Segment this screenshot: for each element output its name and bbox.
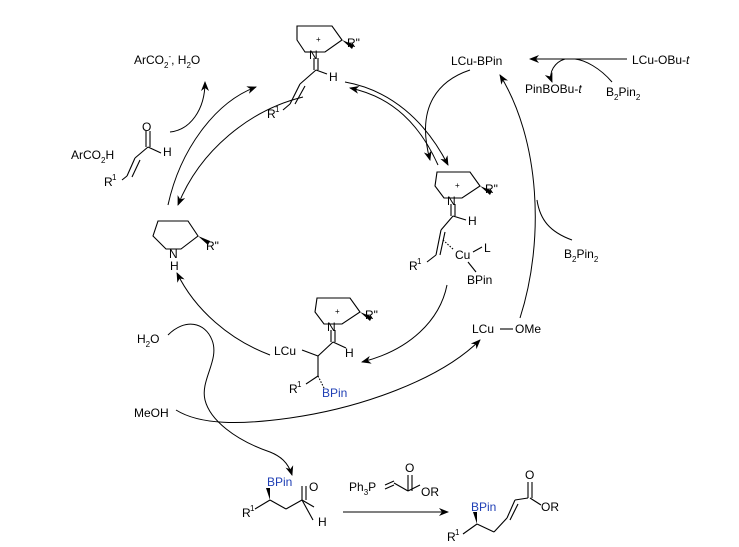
- cu-complex-r2: R": [485, 182, 498, 196]
- enal-r1: R: [104, 175, 113, 189]
- iminium-top-structure: [282, 25, 354, 111]
- borylated-plus: +: [335, 307, 340, 316]
- iminium-top-r2: R": [347, 36, 360, 50]
- arrow-cycle-pyrrolidine-to-top: [167, 86, 257, 206]
- aldehyde-bpin: BPin: [267, 475, 292, 489]
- pyrrolidine-n: N: [169, 247, 178, 261]
- iminium-top-r1-sup: 1: [275, 105, 280, 114]
- arrow-acid-release: [169, 81, 209, 133]
- borylated-r2: R": [365, 308, 378, 322]
- ester-structure: [462, 482, 542, 535]
- arrow-b2pin2-right-in: [536, 199, 573, 241]
- arrow-cycle-cu-to-top: [349, 85, 439, 166]
- wittig-reagent-structure: [384, 475, 421, 492]
- cu-complex-r1: R: [409, 259, 418, 273]
- cu-complex-l: L: [484, 241, 491, 255]
- enal-structure: [121, 131, 162, 181]
- arrow-meoh-to-lcu-ome: [175, 339, 481, 423]
- arrow-pinbobut-out: [544, 58, 566, 83]
- ester-o: O: [525, 468, 534, 482]
- arrow-hydrolysis-to-product: [167, 323, 294, 476]
- lcu-ome-ome: OMe: [515, 322, 541, 336]
- wittig-or: OR: [421, 485, 439, 499]
- cu-complex-n: N: [447, 194, 456, 208]
- borylated-iminium-structure: [301, 297, 372, 389]
- aldehyde-r1: R: [242, 506, 251, 520]
- borylated-r1: R: [289, 382, 298, 396]
- cu-complex-cu: Cu: [455, 248, 470, 262]
- arrow-cycle-top-to-cu: [344, 81, 449, 166]
- cu-complex-plus: +: [455, 181, 460, 190]
- borylated-bpin: BPin: [322, 386, 347, 400]
- aldehyde-structure: [254, 486, 315, 521]
- wittig-o: O: [405, 461, 414, 475]
- borylated-lcu: LCu: [274, 344, 296, 358]
- ester-r1: R: [447, 530, 456, 544]
- iminium-top-r1: R: [267, 107, 276, 121]
- lcu-bpin-label: LCu-BPin: [451, 54, 502, 68]
- arrow-cycle-cu-to-borylated: [361, 284, 448, 364]
- borylated-r1-sup: 1: [297, 380, 302, 389]
- borylated-h: H: [345, 346, 354, 360]
- meoh-label: MeOH: [134, 406, 169, 420]
- b2pin2-right-label: B2Pin2: [564, 247, 599, 264]
- cu-complex-structure: [426, 171, 492, 273]
- arrow-lcu-bpin-into-cycle: [423, 69, 471, 161]
- borylated-n: N: [327, 320, 336, 334]
- pyrrolidine-r2: R": [206, 239, 219, 253]
- pyrrolidine-h: H: [170, 259, 179, 273]
- arrow-lcu-ome-to-lcu-bpin: [499, 74, 536, 319]
- iminium-top-h: H: [329, 70, 338, 84]
- h2o-label: H2O: [137, 332, 159, 349]
- arrow-cycle-borylated-to-pyrrolidine: [176, 272, 271, 356]
- cu-complex-bpin: BPin: [467, 273, 492, 287]
- enal-o: O: [142, 120, 151, 134]
- arrow-cycle-top-to-pyrrolidine: [177, 96, 304, 206]
- arrow-b2pin2-in: [574, 58, 613, 83]
- enal-h: H: [163, 145, 172, 159]
- pyrrolidine-structure: [152, 220, 210, 250]
- lcu-ome-lcu: LCu: [472, 322, 494, 336]
- acid-release-text: ArCO2-, H2O: [134, 52, 200, 70]
- aldehyde-h: H: [318, 515, 327, 529]
- enal-r1-sup: 1: [112, 173, 117, 182]
- ester-or: OR: [541, 500, 559, 514]
- cu-complex-h: H: [468, 214, 477, 228]
- wittig-reagent-text: Ph3P: [349, 480, 376, 497]
- iminium-top-n: N: [309, 48, 318, 62]
- ester-r1-sup: 1: [455, 528, 460, 537]
- enal-reagent-text: ArCO2H: [71, 148, 114, 165]
- b2pin2-top-label: B2Pin2: [606, 85, 641, 102]
- cu-complex-r1-sup: 1: [417, 257, 422, 266]
- pinbobut-label: PinBOBu-t: [525, 82, 582, 96]
- aldehyde-o: O: [309, 480, 318, 494]
- lcu-obut-label: LCu-OBu-t: [632, 53, 690, 67]
- iminium-top-plus: +: [316, 35, 321, 44]
- aldehyde-r1-sup: 1: [250, 504, 255, 513]
- ester-bpin: BPin: [471, 500, 496, 514]
